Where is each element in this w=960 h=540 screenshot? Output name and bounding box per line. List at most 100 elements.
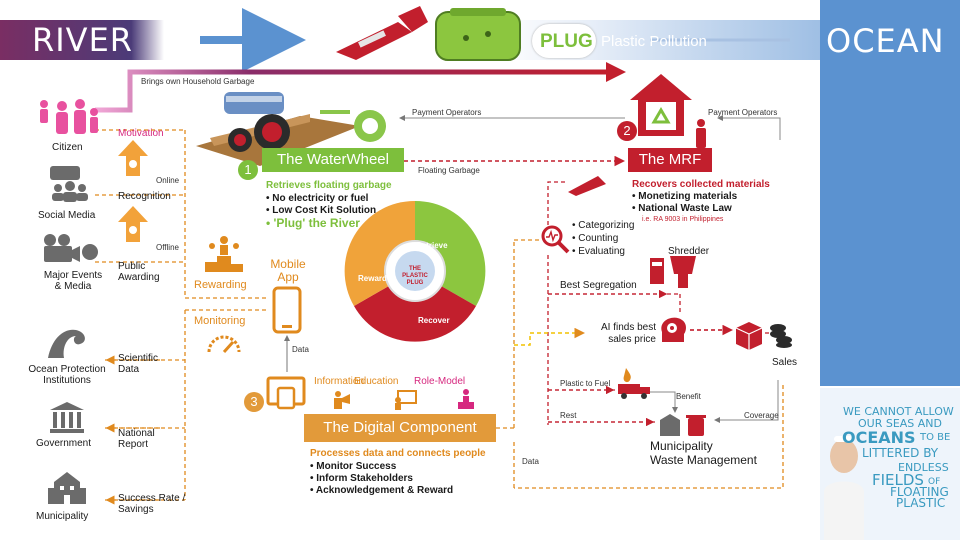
- mrf-number: 2: [617, 121, 637, 141]
- recognition-label: Recognition: [118, 191, 171, 202]
- education-label: Education: [354, 376, 399, 387]
- quote-line-6a: FIELDS: [872, 471, 924, 489]
- digital-bullet-1: • Monitor Success: [310, 461, 397, 472]
- cycle-diagram: [344, 200, 486, 342]
- mobile-app-label-1: Mobile: [270, 257, 306, 271]
- plug-label: PLUG: [540, 31, 593, 52]
- family-icon: [40, 99, 98, 134]
- plug-pill: [532, 24, 596, 58]
- flow-lines: [95, 8, 790, 505]
- data-up-label: Data: [292, 345, 309, 354]
- mrf-bullet-1: • Monetizing materials: [632, 191, 738, 202]
- cycle-retrieve-label: Retrieve: [416, 241, 448, 250]
- quote-line-5: ENDLESS: [898, 461, 949, 474]
- mrf-process-1: • Categorizing: [572, 220, 635, 231]
- mrf-heading: Recovers collected materials: [632, 179, 770, 190]
- online-label: Online: [156, 176, 180, 185]
- quote-line-3b: TO BE: [920, 432, 951, 443]
- public-awarding-label-1: Public: [118, 261, 146, 272]
- cycle-recover-label: Recover: [418, 316, 450, 325]
- major-events-label-1: Major Events: [43, 270, 103, 281]
- mrf-process-2: • Counting: [572, 233, 619, 244]
- education-teacher-icon: [395, 390, 417, 410]
- waterwheel-title: The WaterWheel: [262, 148, 404, 172]
- plastic-to-fuel-label: Plastic to Fuel: [560, 379, 611, 388]
- government-building-icon: [50, 402, 84, 433]
- river-title: RIVER: [32, 21, 134, 59]
- quote-line-8: PLASTIC: [896, 496, 946, 510]
- ai-label-2: sales price: [608, 334, 656, 345]
- data-bottom-label: Data: [522, 457, 539, 466]
- ocean-protection-label-1: Ocean Protection: [28, 364, 106, 375]
- mrf-bullet-2: • National Waste Law: [632, 203, 732, 214]
- coins-icon: [770, 324, 792, 348]
- ai-head-icon: [661, 317, 686, 342]
- cycle-reward-label: Reward: [358, 274, 387, 283]
- plug-stopper-icon: [435, 8, 521, 61]
- role-model-podium-icon: [458, 389, 474, 409]
- quote-line-4: LITTERED BY: [862, 446, 939, 460]
- ai-label-1: AI finds best: [600, 322, 656, 333]
- cycle-center-logo: THE PLASTIC PLUG: [402, 266, 428, 286]
- waste-management-label-1: Municipality: [650, 439, 713, 453]
- national-report-label-1: National: [118, 428, 155, 439]
- digital-bullet-3: • Acknowledgement & Reward: [310, 485, 454, 496]
- portrait-illustration: [824, 436, 864, 540]
- digital-number: 3: [244, 392, 264, 412]
- municipality-label: Municipality: [36, 511, 89, 522]
- plastic-pollution-label: Plastic Pollution: [601, 33, 707, 50]
- offline-label: Offline: [156, 243, 179, 252]
- ocean-protection-label-2: Institutions: [43, 375, 91, 386]
- mobile-phone-icon: [272, 286, 302, 334]
- monitoring-label: Monitoring: [194, 315, 246, 327]
- waterwheel-illustration: [196, 92, 386, 166]
- waterwheel-bullet-2: • Low Cost Kit Solution: [266, 205, 377, 216]
- waste-facility-icon: [660, 414, 706, 436]
- municipality-building-icon: [48, 472, 86, 504]
- ocean-header: [820, 0, 960, 386]
- sales-label: Sales: [772, 357, 798, 368]
- success-rate-label-2: Savings: [118, 504, 154, 515]
- digital-bullet-2: • Inform Stakeholders: [310, 473, 413, 484]
- recycling-house-icon: [630, 74, 692, 136]
- information-person-icon: [334, 391, 350, 409]
- floating-garbage-label: Floating Garbage: [418, 166, 480, 175]
- social-media-label: Social Media: [38, 210, 96, 221]
- rewarding-label: Rewarding: [194, 279, 247, 291]
- ocean-title: OCEAN: [826, 22, 945, 60]
- red-bottle-icon: [568, 176, 606, 196]
- benefit-label: Benefit: [676, 392, 701, 401]
- devices-icon: [266, 376, 306, 410]
- offline-award-arrow-icon: [118, 206, 148, 242]
- events-media-icon: [44, 234, 98, 262]
- digital-component-title: The Digital Component: [304, 414, 496, 442]
- podium-icon: [205, 236, 243, 272]
- plastic-bottle-icon: [336, 6, 428, 60]
- information-label: Information: [314, 376, 365, 387]
- success-rate-label-1: Success Rate /: [118, 493, 186, 504]
- waterwheel-heading: Retrieves floating garbage: [266, 180, 392, 191]
- quote-line-3a: OCEANS: [842, 428, 916, 447]
- shredder-icon: [650, 256, 696, 288]
- operator-person-icon: [696, 119, 706, 148]
- rest-label: Rest: [560, 411, 577, 420]
- quote-line-7: FLOATING: [890, 485, 949, 499]
- mrf-law-note: i.e. RA 9003 in Philippines: [642, 216, 724, 223]
- payment-operators-label-2: Payment Operators: [708, 108, 778, 117]
- scientific-data-label-1: Scientific: [118, 353, 159, 364]
- quote-line-6b: OF: [928, 477, 941, 487]
- motivation-label: Motivation: [118, 128, 164, 139]
- wave-icon: [48, 329, 85, 358]
- quote-line-1: WE CANNOT ALLOW: [843, 405, 954, 418]
- mrf-title: The MRF: [628, 148, 712, 172]
- mrf-process-3: • Evaluating: [572, 246, 625, 257]
- payment-operators-label-1: Payment Operators: [412, 108, 482, 117]
- waterwheel-plug-bullet: • 'Plug' the River: [266, 216, 360, 230]
- waterwheel-bullet-1: • No electricity or fuel: [266, 193, 369, 204]
- best-segregation-label: Best Segregation: [560, 280, 637, 291]
- online-recognition-arrow-icon: [118, 140, 148, 176]
- waste-management-label-2: Waste Management: [650, 453, 757, 467]
- role-model-label: Role-Model: [414, 376, 466, 387]
- fuel-truck-icon: [618, 368, 650, 399]
- public-awarding-label-2: Awarding: [118, 272, 160, 283]
